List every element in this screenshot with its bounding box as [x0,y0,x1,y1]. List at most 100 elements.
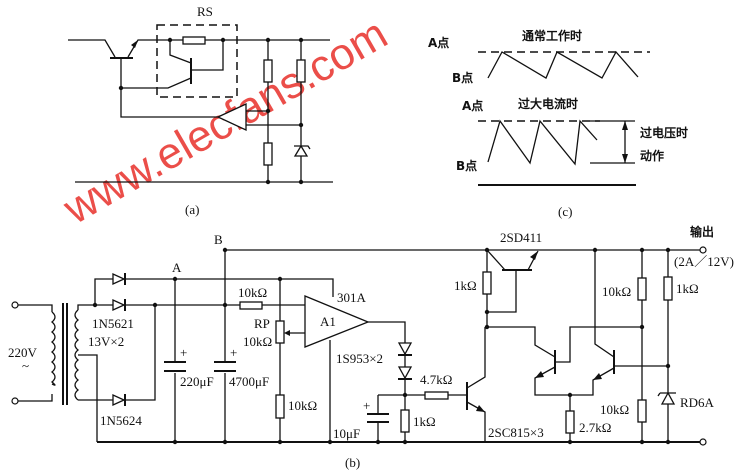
input-voltage-label: 220V [8,345,38,360]
caption-a: (a) [185,202,199,217]
overcurrent-a-point: A点 [462,98,483,113]
normal-b-point: B点 [452,70,473,85]
primary-coil [50,311,56,386]
driver-collector [466,327,486,389]
rs-label: RS [197,4,213,19]
res-1k-out-label: 1kΩ [676,281,699,296]
amp-inputs [246,110,301,126]
diode-top-label: 1N5621 [92,316,134,331]
bottom-diode-return [125,305,156,401]
output-terminal-ground[interactable] [699,438,707,446]
res-divider-label: 10kΩ [288,398,317,413]
cap3-label: 10μF [333,426,360,441]
opamp-model-label: 301A [337,290,367,305]
overcurrent-title: 过大电流时 [518,96,578,111]
overvoltage-label-1: 过电压时 [640,125,688,140]
input-terminal-1[interactable] [11,301,19,309]
rail-a [125,278,334,297]
pass-transistor-label: 2SD411 [500,230,542,245]
res-1k-low-label: 1kΩ [413,414,436,429]
arrow-up-icon [622,121,628,130]
zener-label: RD6A [680,395,715,410]
resistor-10k-divider [275,394,285,419]
resistor-1k-out [663,276,673,301]
node-a-label: A [172,260,182,275]
arrow-down-icon [622,154,628,163]
ac-symbol: ~ [22,358,29,373]
diode-top-1-icon [112,272,126,286]
sense-resistor [182,36,206,45]
capacitor-10uf-icon [367,413,389,423]
output-rating: (2A／12V) [674,254,734,269]
cap-4700-label: 4700μF [229,374,269,389]
secondary-leads [77,304,113,442]
diode-top-2-icon [112,298,126,312]
primary-leads [18,304,53,402]
limit-collector-wire [121,77,192,89]
resistor-1k-top [482,271,492,295]
emitter-arrow-icon [530,251,538,260]
node-b-label: B [214,232,223,247]
zener-resistor [296,59,306,83]
caption-c: (c) [558,204,572,219]
normal-waveform [487,50,639,79]
emitter-arrow-icon [535,371,544,378]
normal-title: 通常工作时 [522,28,582,43]
diode-bottom-label: 1N5624 [100,413,142,428]
emitter-arrow-icon [131,40,138,48]
rs-dashed-box [156,24,238,98]
diode-1s953-2-icon [397,366,413,380]
zener-icon [293,144,311,157]
overvoltage-bracket [590,120,635,164]
secondary-coil [74,309,80,401]
emitter-arrow-icon [476,405,485,412]
base-feedback-wire [120,58,218,118]
resistor-1k-low [400,409,410,433]
transistors-label: 2SC815×3 [488,425,544,440]
driver-emitter [466,401,486,442]
output-label: 输出 [690,224,714,239]
diagram-a: RS (a) [68,4,333,217]
diagram-b: 220V ~ 1N5621 13V×2 1N5624 B A + + 220μF… [8,224,734,470]
divider-resistor-bottom [263,142,273,166]
res-10k-upper-label: 10kΩ [602,284,631,299]
res-1k-top-label: 1kΩ [454,278,477,293]
diodes-label: 1S953×2 [336,351,383,366]
resistor-10k-lower [637,399,647,423]
q3-collector [594,250,615,358]
cap-220-label: 220μF [180,374,214,389]
capacitor-220uf-icon [164,361,186,373]
input-terminal-2[interactable] [11,397,19,405]
potentiometer-rp[interactable] [275,320,285,344]
diagram-c: A点 通常工作时 B点 A点 过大电流时 B点 过电压时 动作 (c) [428,28,688,219]
limit-base-wire [191,40,224,71]
divider-resistor-top [263,59,273,83]
normal-a-point: A点 [428,35,449,50]
error-amplifier [216,102,247,132]
transformer-core [62,303,68,405]
opamp-name-label: A1 [320,314,336,329]
resistor-10k-input [239,301,263,310]
resistor-4k7 [424,391,449,400]
plus-sign: + [180,345,187,360]
limit-transistor-emitter [169,40,192,64]
res-input-label: 10kΩ [238,285,267,300]
opamp-a1 [304,295,370,348]
top-diode-lead [94,278,113,305]
pass-collector [486,249,506,271]
emitter-arrow-icon [593,373,602,380]
secondary-label: 13V×2 [88,334,124,349]
caption-b: (b) [345,455,360,470]
plus-sign: + [230,345,237,360]
overcurrent-waveform [487,119,598,166]
overvoltage-label-2: 动作 [640,148,664,163]
wiper-arrow-icon [284,330,290,336]
res-emitter-label: 2.7kΩ [579,420,611,435]
rp-label: RP [254,316,270,331]
overcurrent-b-point: B点 [456,158,477,173]
watermark: www.elecfans.com [55,9,396,234]
res-base-label: 4.7kΩ [420,372,452,387]
output-terminal-positive[interactable] [699,246,707,254]
capacitor-4700uf-icon [214,361,236,373]
